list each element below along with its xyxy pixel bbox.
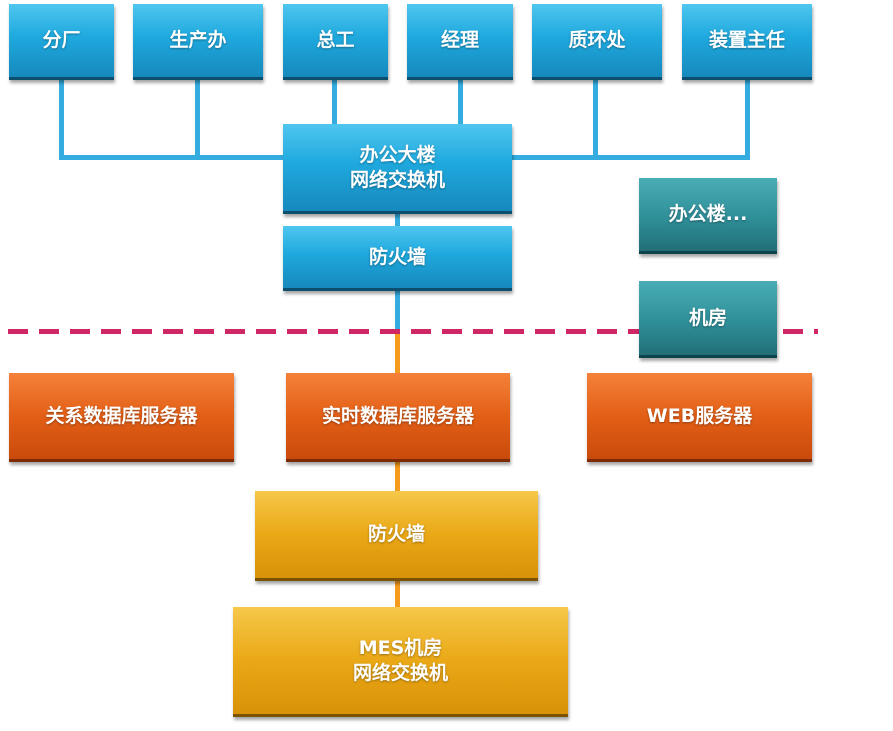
office-network-switch: 办公大楼 网络交换机 [283,124,512,214]
bus-right [510,155,750,160]
mes-switch-label-line1: MES机房 [358,636,443,659]
node-label: 分厂 [42,29,81,51]
server-label: 实时数据库服务器 [321,404,474,427]
node-label: 经理 [440,29,479,51]
web-server: WEB服务器 [587,373,812,462]
link-zhihuanchu [593,78,598,160]
mes-firewall: 防火墙 [255,491,538,581]
node-shengchanban: 生产办 [133,4,263,80]
legend-office-building: 办公楼... [639,178,777,254]
link-zhuangzhi-zhuren [745,78,750,160]
mes-network-switch: MES机房 网络交换机 [233,607,568,717]
node-zhuangzhi-zhuren: 装置主任 [682,4,812,80]
link-zonggong [332,78,337,126]
link-fenchang [59,78,64,160]
node-zhihuanchu: 质环处 [532,4,662,80]
link-server-mes-firewall [395,462,400,493]
node-fenchang: 分厂 [9,4,114,80]
node-label: 质环处 [568,29,626,51]
node-jingli: 经理 [407,4,513,80]
node-label: 装置主任 [708,29,785,51]
network-boundary-line [8,329,818,334]
office-firewall: 防火墙 [283,226,512,291]
legend-machine-room-label: 机房 [688,306,727,329]
switch-label-line1: 办公大楼 [359,143,436,166]
link-jingli [458,78,463,126]
node-label: 生产办 [169,29,227,51]
firewall-label: 防火墙 [368,245,426,268]
bus-left [59,155,287,160]
node-label: 总工 [316,29,355,51]
link-shengchanban [195,78,200,160]
switch-label-line2: 网络交换机 [349,168,445,191]
relational-db-server: 关系数据库服务器 [9,373,234,462]
server-label: 关系数据库服务器 [45,404,198,427]
link-firewall-down [395,288,400,333]
server-label: WEB服务器 [646,404,753,427]
mes-switch-label-line2: 网络交换机 [352,661,448,684]
link-to-realtime-server [395,333,400,375]
link-mes-firewall-switch [395,579,400,609]
node-zonggong: 总工 [283,4,388,80]
legend-machine-room: 机房 [639,281,777,358]
firewall-label: 防火墙 [367,523,425,545]
realtime-db-server: 实时数据库服务器 [286,373,510,462]
link-switch-firewall [395,212,400,228]
legend-office-label: 办公楼... [668,203,748,225]
